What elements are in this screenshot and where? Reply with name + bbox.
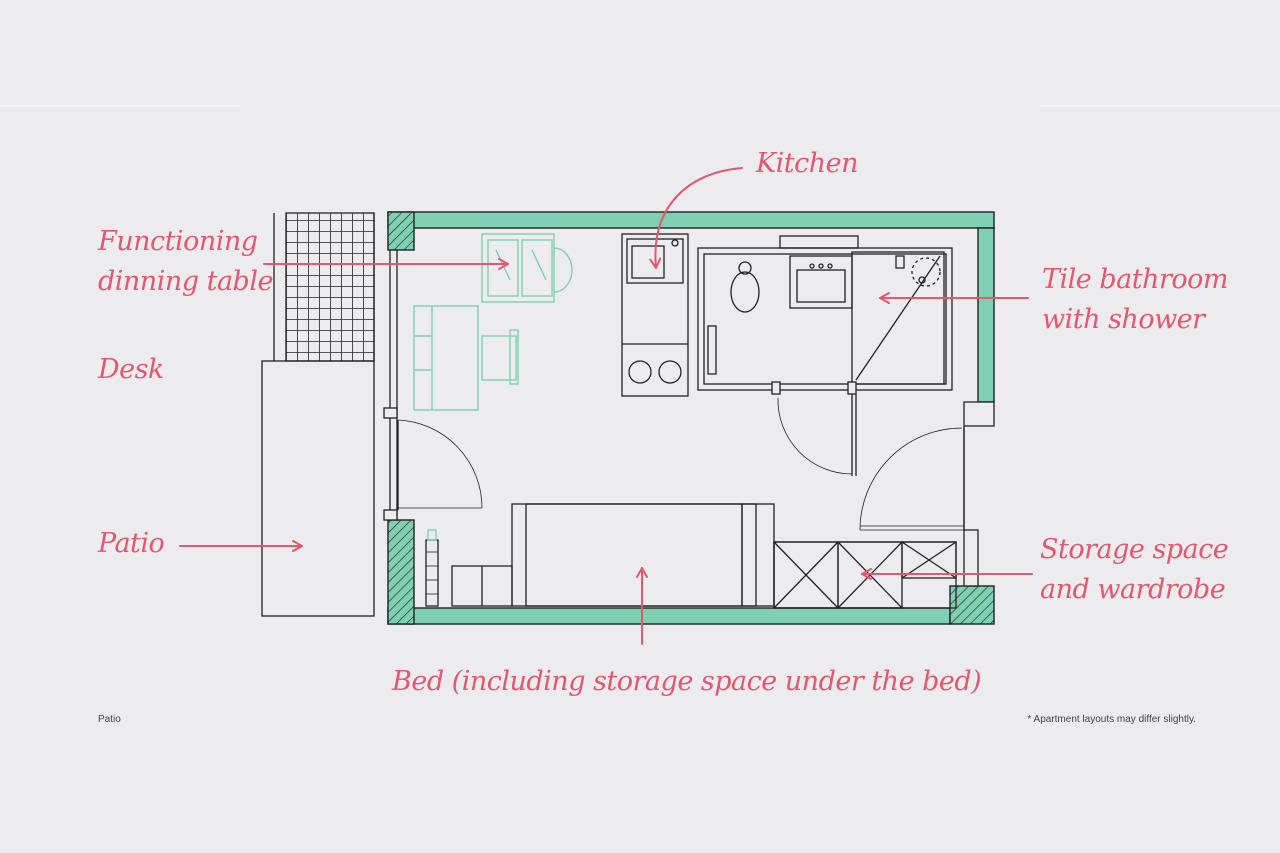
dining-table [481, 233, 573, 303]
bathroom-label-line1: Tile bathroom [1042, 264, 1228, 295]
outer-walls [387, 211, 995, 625]
dining-label-line1: Functioning [97, 226, 258, 257]
bathroom-door [777, 394, 857, 476]
left-window-wall [383, 250, 398, 521]
kitchen-label: Kitchen [755, 148, 858, 179]
storage-label-line1: Storage space [1040, 534, 1228, 565]
kitchen-unit [621, 233, 689, 397]
patio-area [261, 212, 375, 617]
desk [413, 305, 519, 411]
dining-label-line2: dinning table [98, 266, 273, 297]
desk-label: Desk [97, 354, 164, 385]
footer-caption: Patio [98, 714, 121, 725]
footer-disclaimer: * Apartment layouts may differ slightly. [1027, 714, 1196, 725]
bathroom [697, 235, 953, 395]
patio-door [397, 419, 483, 510]
bed [425, 503, 775, 607]
entrance-door [859, 427, 965, 531]
bed-label: Bed (including storage space under the b… [391, 666, 981, 697]
storage-label-line2: and wardrobe [1040, 574, 1225, 605]
annotation-arrows [179, 167, 1033, 645]
patio-label: Patio [97, 528, 165, 559]
bathroom-label-line2: with shower [1042, 304, 1207, 335]
kitchen-arrow [649, 167, 743, 269]
